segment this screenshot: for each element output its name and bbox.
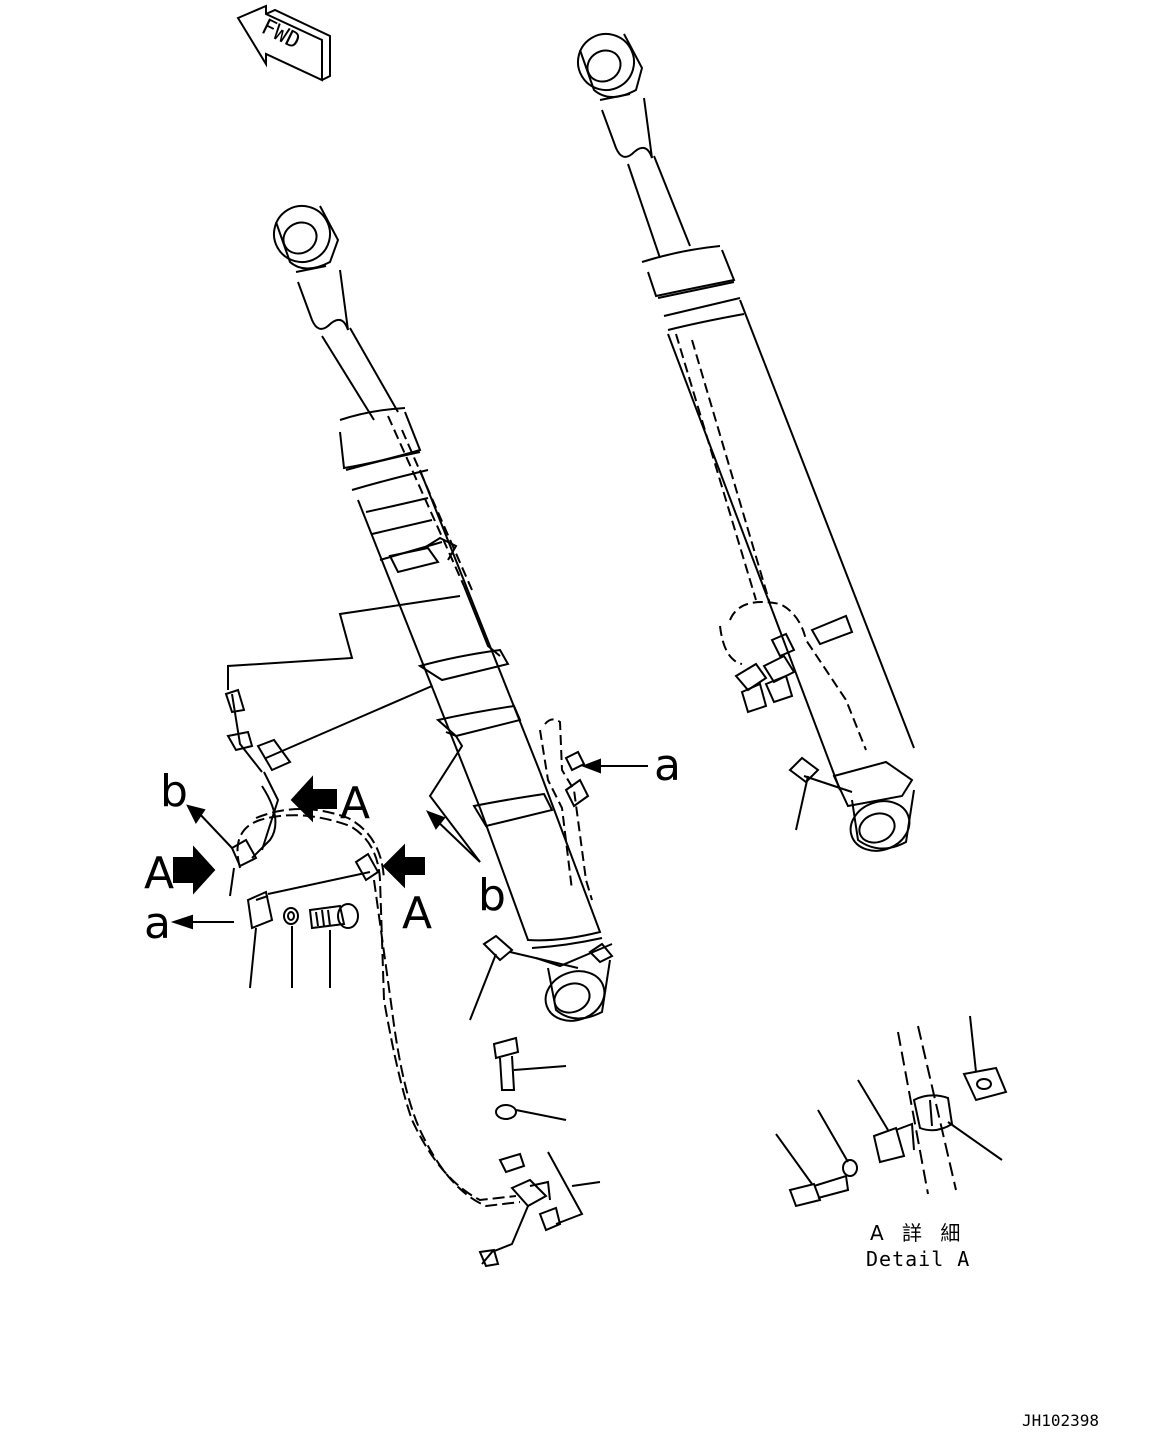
- boom-cylinder-left: [273, 205, 614, 1022]
- label-A-top: A: [340, 778, 370, 829]
- labels: A A A a a b b A 詳 細 Detail A JH102398: [144, 740, 1099, 1430]
- label-b-center: b: [478, 870, 506, 921]
- label-A-left: A: [144, 848, 174, 899]
- arrow-A-right-icon: [382, 843, 425, 889]
- callout-arrows: [170, 758, 648, 930]
- lower-parts: [469, 934, 601, 1232]
- label-a-upper: a: [654, 740, 681, 791]
- detail-a-view: [775, 1015, 1008, 1208]
- bracket-parts: [246, 890, 359, 989]
- fwd-arrow-icon: FWD: [236, 4, 331, 82]
- label-A-right: A: [402, 888, 432, 939]
- harness-hose: [224, 595, 551, 1268]
- boom-cylinder-right: [577, 33, 915, 852]
- arrow-A-top-icon: [290, 775, 337, 823]
- drawing-code: JH102398: [1022, 1411, 1099, 1430]
- label-a-lower: a: [144, 898, 171, 949]
- arrow-A-left-icon: [173, 845, 216, 895]
- detail-title-en: Detail A: [866, 1247, 970, 1271]
- detail-title-jp: A 詳 細: [870, 1221, 966, 1245]
- label-b-left: b: [160, 766, 188, 817]
